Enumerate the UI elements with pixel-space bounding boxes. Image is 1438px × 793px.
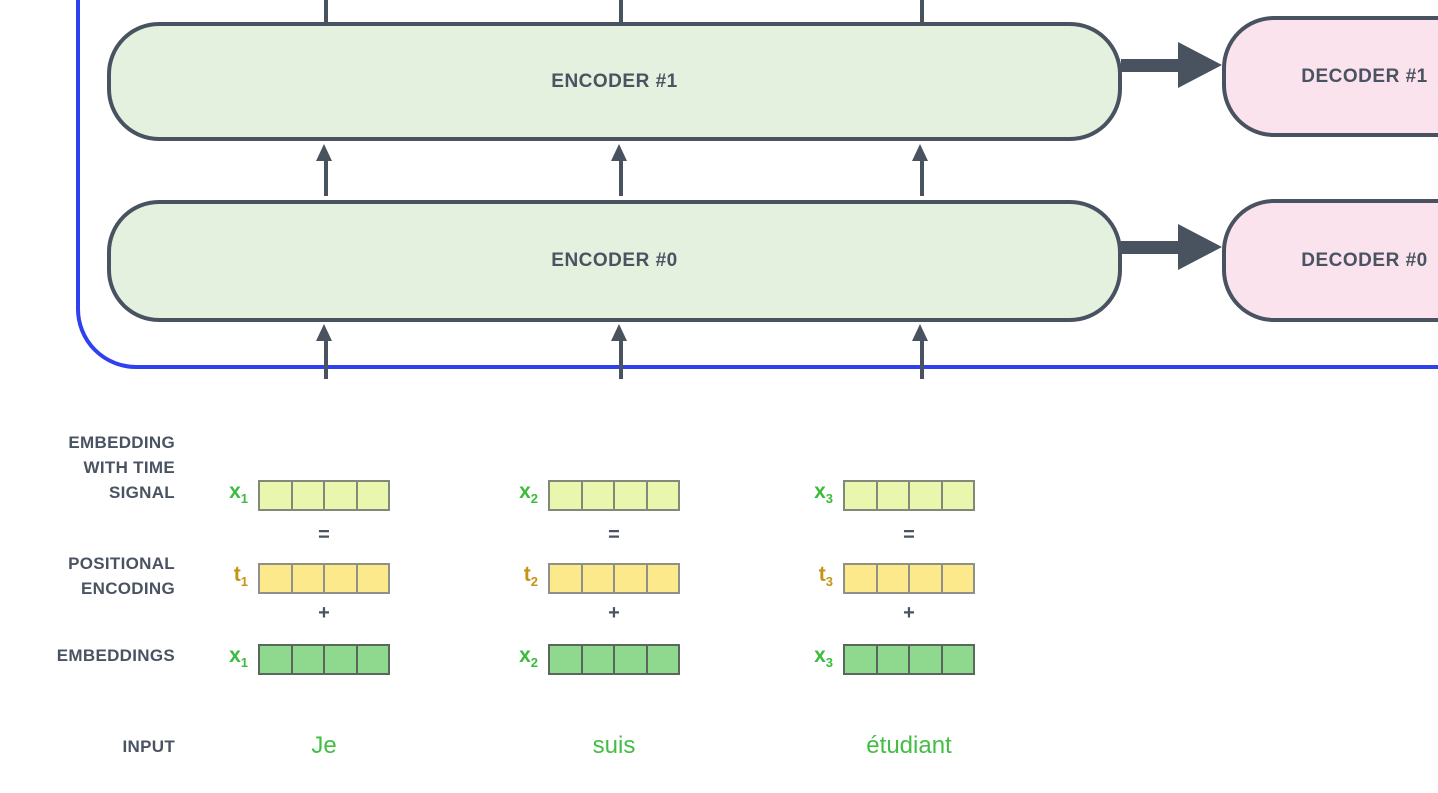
- vector-cells: [258, 643, 390, 675]
- plus-operator: +: [608, 602, 620, 624]
- input-word: suis: [592, 732, 636, 759]
- input-word: étudiant: [866, 732, 952, 759]
- positional-encoding-vector: t3: [781, 559, 975, 597]
- time-signal-vector: x3: [781, 476, 975, 514]
- equals-operator: =: [903, 524, 915, 546]
- vector-cells: [548, 479, 680, 511]
- time-signal-vector: x1: [196, 476, 390, 514]
- decoder-0-label: DECODER #0: [1301, 249, 1428, 271]
- vector-symbol: x3: [814, 644, 833, 671]
- plus-operator: +: [903, 602, 915, 624]
- positional-encoding-vector: t2: [486, 559, 680, 597]
- embedding-with-time-signal-label: EMBEDDING WITH TIME SIGNAL: [68, 433, 175, 502]
- vector-symbol: x2: [519, 480, 538, 507]
- encoder-1-label: ENCODER #1: [551, 70, 678, 92]
- equals-operator: =: [318, 524, 330, 546]
- encoder-0-block: ENCODER #0: [107, 200, 1122, 322]
- vector-symbol: x2: [519, 644, 538, 671]
- vector-symbol: x3: [814, 480, 833, 507]
- vector-symbol: t3: [818, 563, 833, 590]
- vector-cells: [258, 562, 390, 594]
- positional-encoding-label: POSITIONAL ENCODING: [68, 554, 175, 598]
- positional-encoding-vector: t1: [196, 559, 390, 597]
- vector-cells: [548, 562, 680, 594]
- encoder-1-block: ENCODER #1: [107, 22, 1122, 141]
- input-word: Je: [311, 732, 337, 759]
- embedding-vector: x1: [196, 640, 390, 678]
- encoder-stack-frame: [76, 0, 1438, 369]
- vector-symbol: x1: [229, 644, 248, 671]
- vector-symbol: t2: [523, 563, 538, 590]
- up-line-icon: [920, 0, 924, 23]
- embedding-vector: x3: [781, 640, 975, 678]
- decoder-1-block: DECODER #1: [1222, 16, 1438, 137]
- vector-symbol: t1: [233, 563, 248, 590]
- decoder-0-block: DECODER #0: [1222, 199, 1438, 322]
- embedding-vector: x2: [486, 640, 680, 678]
- up-line-icon: [324, 0, 328, 23]
- encoder-0-label: ENCODER #0: [551, 250, 678, 271]
- input-label: INPUT: [122, 737, 175, 756]
- plus-operator: +: [318, 602, 330, 624]
- decoder-1-label: DECODER #1: [1301, 65, 1428, 87]
- vector-cells: [843, 643, 975, 675]
- vector-cells: [548, 643, 680, 675]
- vector-cells: [843, 479, 975, 511]
- equals-operator: =: [608, 524, 620, 546]
- time-signal-vector: x2: [486, 476, 680, 514]
- embeddings-label: EMBEDDINGS: [56, 646, 175, 665]
- up-line-icon: [619, 0, 623, 23]
- vector-symbol: x1: [229, 480, 248, 507]
- vector-cells: [258, 479, 390, 511]
- vector-cells: [843, 562, 975, 594]
